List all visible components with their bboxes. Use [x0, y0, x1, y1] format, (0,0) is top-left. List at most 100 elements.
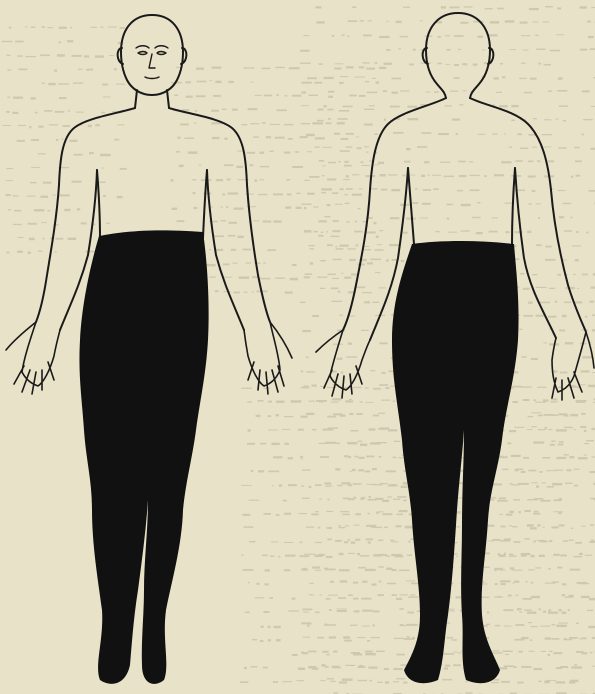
- texture-speck: [371, 527, 382, 528]
- texture-speck: [44, 110, 52, 112]
- texture-speck: [591, 386, 595, 387]
- texture-speck: [554, 499, 562, 501]
- texture-speck: [289, 67, 300, 69]
- texture-speck: [222, 194, 226, 196]
- texture-speck: [581, 370, 590, 372]
- texture-speck: [370, 188, 378, 190]
- texture-speck: [355, 539, 360, 541]
- texture-speck: [559, 105, 568, 107]
- texture-speck: [492, 217, 499, 218]
- texture-speck: [268, 639, 271, 641]
- texture-speck: [350, 471, 352, 472]
- texture-speck: [514, 581, 519, 583]
- texture-speck: [273, 220, 281, 222]
- texture-speck: [469, 175, 479, 176]
- texture-speck: [379, 230, 383, 231]
- texture-speck: [563, 203, 572, 204]
- texture-speck: [247, 152, 256, 154]
- texture-speck: [553, 554, 560, 556]
- texture-speck: [317, 637, 324, 639]
- texture-speck: [533, 118, 537, 119]
- texture-speck: [374, 222, 377, 224]
- texture-speck: [378, 162, 384, 165]
- texture-speck: [544, 681, 550, 684]
- texture-speck: [275, 137, 285, 139]
- texture-speck: [42, 83, 45, 84]
- texture-speck: [399, 594, 407, 595]
- texture-speck: [95, 124, 100, 126]
- texture-speck: [361, 598, 371, 600]
- texture-speck: [236, 166, 243, 168]
- texture-speck: [437, 63, 442, 65]
- texture-speck: [346, 188, 353, 190]
- texture-speck: [298, 513, 307, 514]
- texture-speck: [549, 288, 555, 289]
- texture-speck: [342, 34, 345, 36]
- texture-speck: [446, 637, 453, 639]
- texture-speck: [334, 443, 340, 445]
- texture-speck: [317, 120, 324, 122]
- texture-speck: [494, 679, 500, 681]
- texture-speck: [517, 608, 522, 610]
- texture-speck: [212, 67, 222, 69]
- texture-speck: [379, 342, 387, 344]
- texture-speck: [7, 69, 11, 70]
- texture-speck: [558, 147, 566, 149]
- texture-speck: [328, 162, 336, 164]
- texture-speck: [558, 623, 568, 624]
- texture-speck: [320, 288, 326, 289]
- texture-speck: [540, 302, 550, 304]
- texture-speck: [315, 6, 321, 8]
- texture-speck: [500, 540, 510, 542]
- texture-speck: [512, 570, 522, 571]
- texture-speck: [68, 110, 70, 111]
- texture-speck: [586, 440, 594, 441]
- texture-speck: [457, 190, 463, 192]
- texture-speck: [78, 69, 83, 70]
- texture-speck: [73, 82, 83, 83]
- texture-speck: [569, 682, 575, 684]
- texture-speck: [395, 555, 404, 557]
- texture-speck: [450, 91, 458, 92]
- texture-speck: [576, 623, 579, 624]
- texture-speck: [264, 583, 269, 585]
- texture-speck: [403, 682, 407, 684]
- texture-speck: [581, 413, 586, 415]
- texture-speck: [351, 541, 355, 543]
- texture-speck: [309, 486, 312, 488]
- texture-speck: [504, 553, 506, 555]
- texture-speck: [378, 413, 385, 414]
- texture-speck: [284, 542, 293, 543]
- texture-speck: [13, 195, 19, 196]
- texture-speck: [447, 218, 450, 220]
- texture-speck: [346, 66, 354, 68]
- texture-speck: [472, 217, 481, 218]
- texture-speck: [324, 77, 334, 79]
- texture-speck: [120, 27, 125, 29]
- texture-speck: [377, 244, 382, 245]
- texture-speck: [356, 136, 359, 137]
- texture-speck: [302, 498, 310, 499]
- texture-speck: [31, 139, 39, 141]
- texture-speck: [223, 263, 230, 265]
- texture-speck: [196, 95, 206, 97]
- texture-speck: [537, 160, 540, 162]
- texture-speck: [407, 118, 418, 120]
- texture-speck: [338, 161, 341, 162]
- texture-speck: [519, 511, 521, 513]
- texture-speck: [266, 136, 271, 138]
- texture-speck: [546, 470, 556, 471]
- texture-speck: [197, 81, 207, 83]
- texture-speck: [528, 302, 533, 304]
- texture-speck: [296, 193, 300, 195]
- texture-speck: [385, 387, 389, 389]
- texture-speck: [174, 94, 178, 96]
- texture-speck: [224, 164, 234, 166]
- texture-speck: [348, 343, 353, 345]
- back-shaded-legs: [392, 241, 519, 683]
- texture-speck: [559, 441, 564, 443]
- texture-speck: [349, 259, 356, 261]
- texture-speck: [580, 49, 587, 51]
- texture-speck: [376, 651, 385, 652]
- texture-speck: [102, 84, 108, 86]
